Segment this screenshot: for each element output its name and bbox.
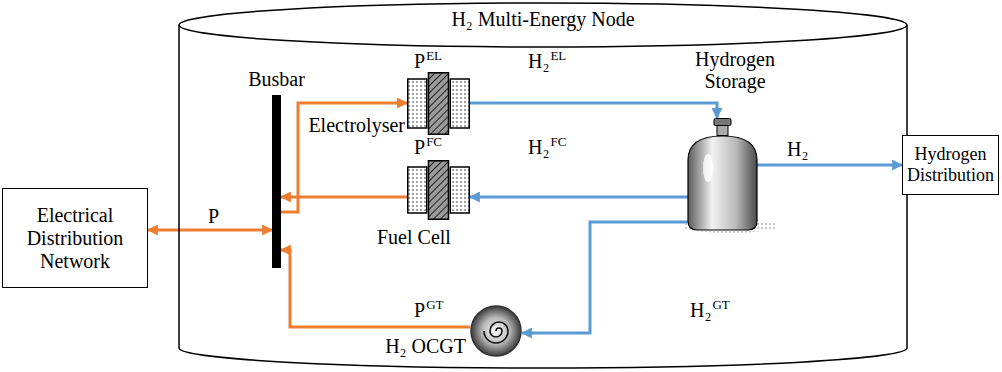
flow-arrow <box>148 229 272 232</box>
busbar: Busbar <box>272 95 281 268</box>
node-label: H₂ OCGT <box>385 335 466 358</box>
storage-tank-outline <box>680 118 765 232</box>
flow-arrow <box>757 164 902 167</box>
flow-symbol: P <box>414 136 425 159</box>
flow-symbol: H₂ <box>528 136 549 159</box>
node-label: Fuel Cell <box>377 226 451 249</box>
electrolyser-symbol-outline <box>407 72 470 135</box>
fuel-cell-symbol-outline <box>407 160 470 220</box>
storage-tank: Hydrogen Storage <box>680 118 765 232</box>
superscript-tag: EL <box>426 49 442 63</box>
superscript-tag: EL <box>550 49 566 63</box>
flow-arrow <box>470 103 717 118</box>
turbine-symbol-outline <box>470 305 522 357</box>
distribution-box: Hydrogen Distribution <box>902 135 999 195</box>
electrolyser-symbol: Electrolyser <box>407 72 470 135</box>
flow-arrow <box>281 196 407 199</box>
node-label: Busbar <box>232 68 321 91</box>
superscript-tag: GT <box>712 298 729 312</box>
network-box: Electrical Distribution Network <box>2 188 148 288</box>
turbine-symbol: H₂ OCGT <box>470 305 522 357</box>
flow-symbol: H₂ <box>528 50 549 73</box>
node-label: Electrical Distribution Network <box>3 201 147 276</box>
superscript-tag: GT <box>426 298 443 312</box>
flow-arrow <box>281 250 470 327</box>
fuel-cell-symbol: Fuel Cell <box>407 160 470 220</box>
node-label: Hydrogen Distribution <box>903 141 998 188</box>
flow-label: P <box>207 205 220 228</box>
superscript-tag: FC <box>550 135 566 149</box>
flow-arrow <box>470 196 688 199</box>
node-label: H₂ Multi-Energy Node <box>178 8 908 31</box>
flow-arrow <box>522 222 688 333</box>
flow-symbol: P <box>414 299 425 322</box>
node-label: Electrolyser <box>308 114 405 137</box>
superscript-tag: FC <box>426 135 442 149</box>
flow-arrow <box>281 103 407 212</box>
flow-label: H₂ <box>786 138 809 161</box>
node-label: Hydrogen Storage <box>685 48 785 92</box>
flow-symbol: P <box>414 50 425 73</box>
flow-symbol: H₂ <box>690 299 711 322</box>
